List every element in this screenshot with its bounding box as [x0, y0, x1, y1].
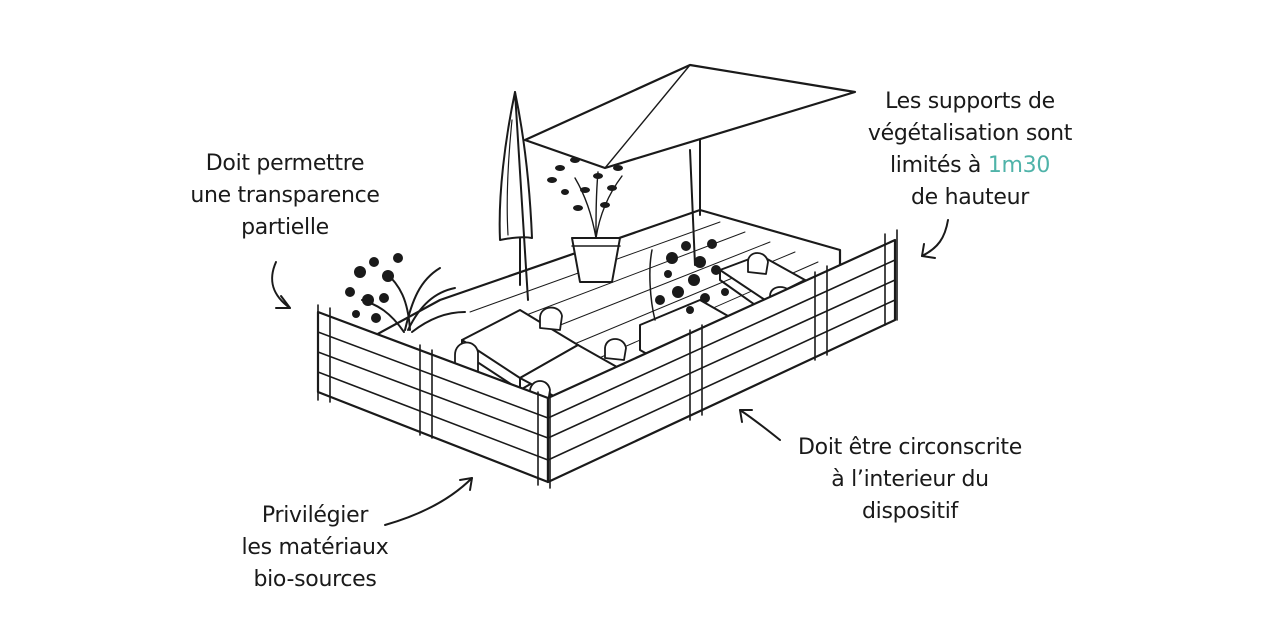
- annotation-transparence: Doit permettre une transparence partiell…: [170, 148, 400, 244]
- annotation-supports-line-3: limités à 1m30: [860, 150, 1080, 182]
- arrow-supports: [921, 219, 949, 259]
- arrow-materiaux: [384, 477, 473, 526]
- annotation-circonscrite-line-1: Doit être circonscrite: [798, 435, 1022, 460]
- annotation-supports-line-1: Les supports de: [885, 89, 1055, 114]
- annotation-circonscrite-line-2: à l’interieur du: [831, 467, 989, 492]
- annotation-transparence-line-1: Doit permettre: [205, 151, 365, 176]
- annotation-circonscrite: Doit être circonscrite à l’interieur du …: [780, 432, 1040, 528]
- closed-umbrella: [498, 91, 533, 301]
- plant-box-left: [345, 253, 466, 333]
- annotation-transparence-line-2: une transparence: [190, 183, 380, 208]
- annotation-supports-line-4: de hauteur: [910, 185, 1029, 210]
- front-fence: [316, 229, 898, 489]
- height-limit-highlight: 1m30: [987, 153, 1051, 178]
- annotation-materiaux-line-3: bio-sources: [253, 567, 377, 592]
- annotation-materiaux: Privilégier les matériaux bio-sources: [215, 500, 415, 596]
- annotation-materiaux-line-1: Privilégier: [261, 503, 369, 528]
- potted-plant: [547, 157, 623, 283]
- annotation-supports-line-2: végétalisation sont: [867, 121, 1073, 146]
- annotation-circonscrite-line-3: dispositif: [861, 499, 959, 524]
- annotation-supports: Les supports de végétalisation sont limi…: [860, 86, 1080, 214]
- arrow-transparence: [271, 261, 291, 309]
- arrow-circonscrite: [739, 409, 781, 441]
- annotation-supports-line-3-prefix: limités à: [889, 153, 988, 178]
- annotation-transparence-line-3: partielle: [241, 215, 329, 240]
- annotation-materiaux-line-2: les matériaux: [241, 535, 389, 560]
